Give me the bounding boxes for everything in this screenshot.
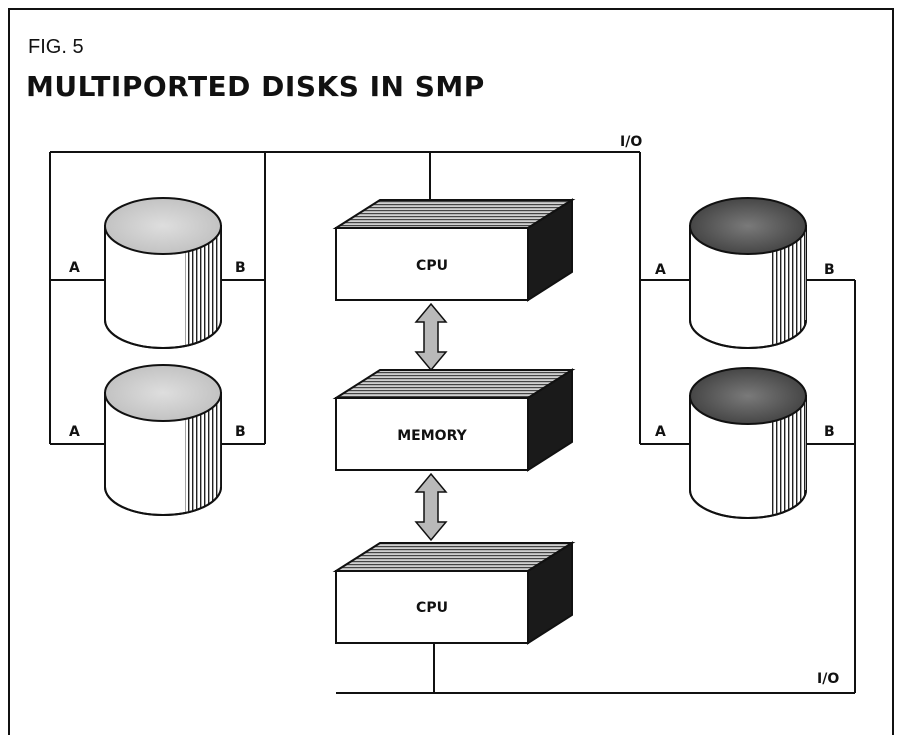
io-bus-label-bottom: I/O <box>817 671 839 687</box>
cpu-label-bottom: CPU <box>416 600 448 616</box>
port-a-label: A <box>655 262 666 278</box>
bus-wiring <box>49 151 856 694</box>
port-b-label: B <box>824 424 835 440</box>
memory-box <box>332 368 576 472</box>
cpu-label-top: CPU <box>416 258 448 274</box>
figure-title: MULTIPORTED DISKS IN SMP <box>26 70 485 103</box>
double-arrow-icon <box>414 302 448 372</box>
port-a-label: A <box>655 424 666 440</box>
figure-number: FIG. 5 <box>28 36 84 58</box>
io-bus-label-top: I/O <box>620 134 642 150</box>
port-b-label: B <box>235 260 246 276</box>
disk-left-top <box>104 197 222 349</box>
disk-right-bottom <box>689 367 807 519</box>
port-a-label: A <box>69 260 80 276</box>
memory-label: MEMORY <box>397 428 467 444</box>
port-a-label: A <box>69 424 80 440</box>
port-b-label: B <box>235 424 246 440</box>
cpu-box-bottom <box>332 541 576 645</box>
disk-right-top <box>689 197 807 349</box>
disk-left-bottom <box>104 364 222 516</box>
cpu-box-top <box>332 198 576 302</box>
double-arrow-icon <box>414 472 448 542</box>
port-b-label: B <box>824 262 835 278</box>
